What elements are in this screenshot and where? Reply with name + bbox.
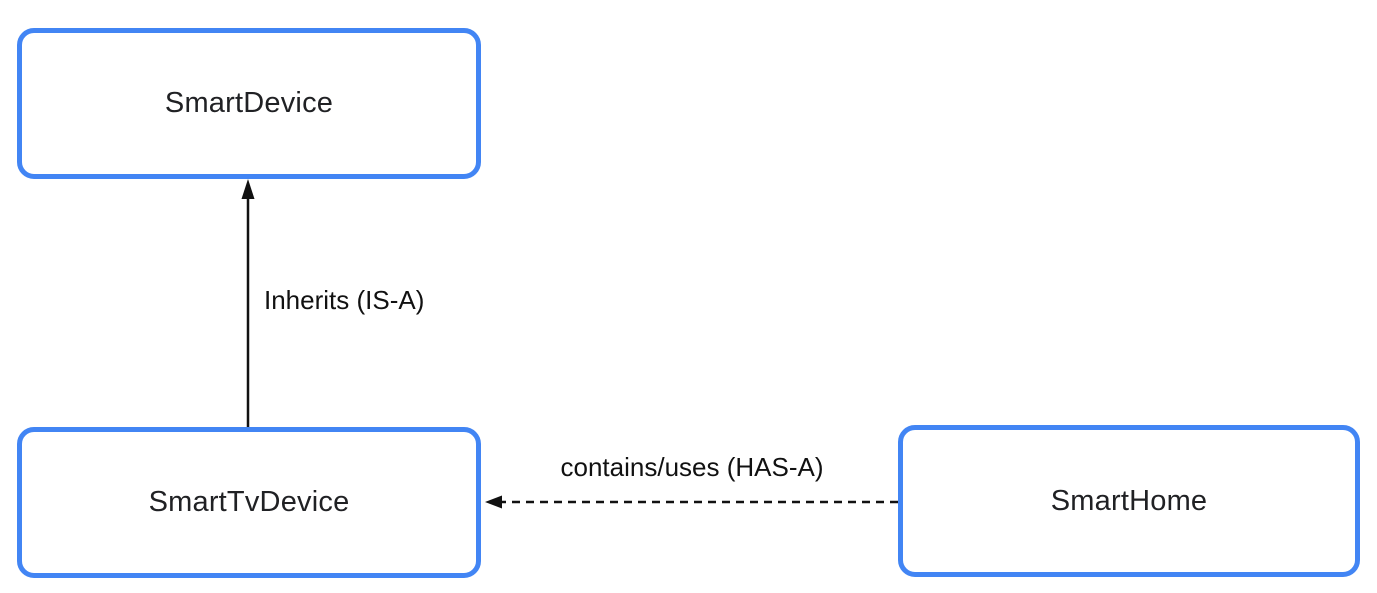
composition-edge-label: contains/uses (HAS-A): [560, 452, 824, 482]
inheritance-edge-label: Inherits (IS-A): [264, 285, 425, 315]
composition-arrowhead-icon: [485, 495, 502, 509]
inheritance-arrowhead-icon: [241, 179, 255, 199]
node-smart-device-label: SmartDevice: [164, 87, 334, 119]
node-smart-tv-device-label: SmartTvDevice: [148, 486, 350, 518]
inheritance-edge: [241, 179, 255, 427]
node-smart-home: SmartHome: [898, 425, 1360, 577]
node-smart-tv-device: SmartTvDevice: [17, 427, 481, 578]
node-smart-home-label: SmartHome: [1050, 484, 1208, 517]
node-smart-device: SmartDevice: [17, 28, 481, 179]
composition-edge: [485, 495, 898, 509]
